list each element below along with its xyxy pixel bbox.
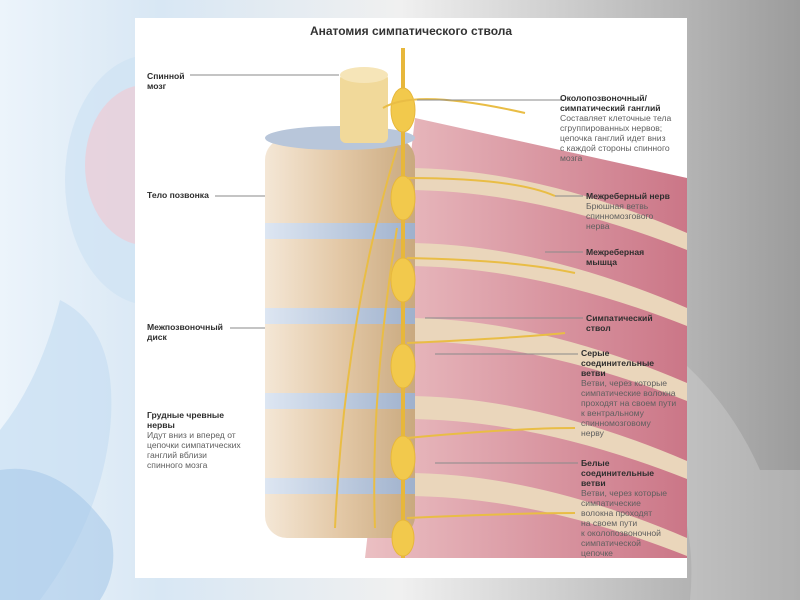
label-intercostal-muscle: Межреберная мышца <box>586 247 645 267</box>
spinal-cord <box>340 67 388 143</box>
label-intervertebral-disc: Межпозвоночный диск <box>147 322 223 342</box>
label-sympathetic-trunk: Симпатический ствол <box>586 313 653 333</box>
label-white-rami: Белые соединительные ветви Ветви, через … <box>581 458 668 558</box>
intercostal-nerves <box>334 98 576 529</box>
label-gray-rami: Серые соединительные ветви Ветви, через … <box>581 348 677 438</box>
leader-lines <box>190 74 583 464</box>
label-intercostal-nerve: Межреберный нерв Брюшная ветвь спинномоз… <box>586 191 670 231</box>
label-thoracic-splanchnic-nerves: Грудные чревные нервы Идут вниз и вперед… <box>147 410 241 470</box>
label-vertebral-body: Тело позвонка <box>147 190 209 200</box>
sympathetic-trunk-illustration <box>190 48 687 558</box>
label-paravertebral-ganglion: Околопозвоночный/ симпатический ганглий … <box>560 93 672 163</box>
sympathetic-trunk <box>390 48 416 558</box>
diagram-title: Анатомия симпатического ствола <box>309 24 513 38</box>
diagram-panel: Анатомия симпатического ствола <box>135 18 687 578</box>
label-spinal-cord: Спинной мозг <box>147 71 185 91</box>
